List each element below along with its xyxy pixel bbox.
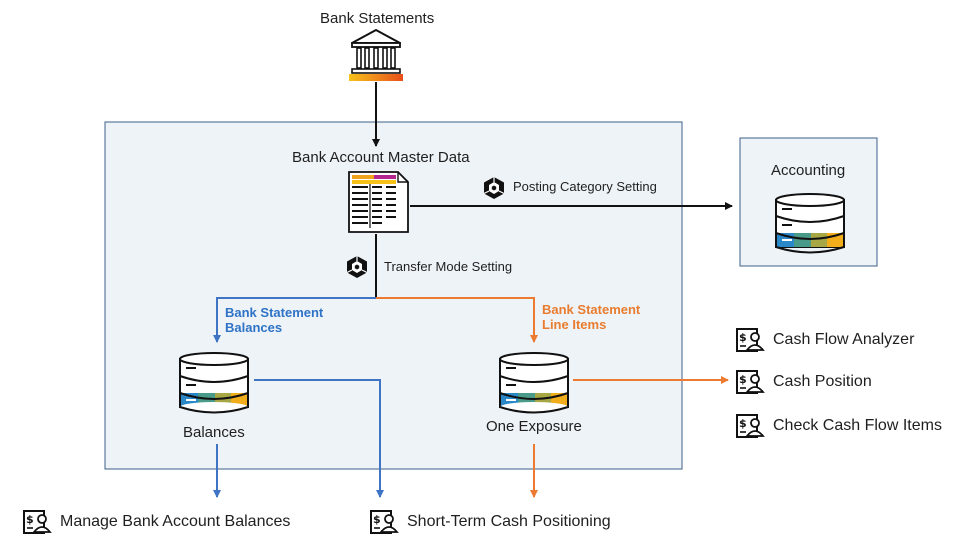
svg-text:$: $	[26, 513, 34, 526]
flow-balances-to-short-term	[254, 379, 384, 498]
cash-person-icon: $	[736, 414, 765, 438]
cash-person-icon: $	[736, 370, 765, 394]
database-one-exposure-icon	[499, 352, 569, 414]
svg-text:$: $	[739, 373, 747, 386]
accounting-label: Accounting	[771, 162, 846, 179]
app-label: Check Cash Flow Items	[773, 417, 942, 434]
app-label: Cash Flow Analyzer	[773, 331, 915, 348]
posting-category-label: Posting Category Setting	[513, 179, 657, 194]
bank-building-icon	[349, 29, 403, 81]
db-one-exposure-label: One Exposure	[486, 418, 582, 435]
cube-settings-icon	[483, 177, 505, 199]
branch-label-line: Bank Statement	[542, 302, 641, 317]
flow-orange-branch	[376, 297, 538, 343]
branch-label-line: Line Items	[542, 317, 607, 332]
cash-person-icon: $	[370, 510, 399, 534]
app-label: Cash Position	[773, 373, 872, 390]
flow-blue-branch	[213, 297, 376, 343]
document-table-icon	[348, 171, 409, 233]
transfer-mode-label: Transfer Mode Setting	[384, 259, 513, 274]
app-short-term-cash-positioning[interactable]: $ Short-Term Cash Positioning	[369, 509, 611, 535]
bank-statements-label: Bank Statements	[320, 10, 435, 27]
cash-person-icon: $	[23, 510, 52, 534]
branch-label-line: Bank Statement	[225, 305, 324, 320]
app-check-cash-flow-items[interactable]: $ Check Cash Flow Items	[735, 413, 942, 439]
db-balances-label: Balances	[183, 424, 245, 441]
branch-label-line: Balances	[225, 320, 283, 335]
app-manage-bank-account-balances[interactable]: $ Manage Bank Account Balances	[22, 509, 290, 535]
app-cash-flow-analyzer[interactable]: $ Cash Flow Analyzer	[735, 327, 914, 353]
database-accounting-icon	[775, 193, 845, 254]
svg-text:$: $	[739, 331, 747, 344]
app-label: Short-Term Cash Positioning	[407, 513, 611, 530]
svg-text:$: $	[373, 513, 381, 526]
cube-settings-icon	[346, 256, 368, 278]
master-data-label: Bank Account Master Data	[292, 149, 470, 166]
database-balances-icon	[179, 352, 249, 414]
cash-person-icon: $	[736, 328, 765, 352]
app-label: Manage Bank Account Balances	[60, 513, 291, 530]
app-cash-position[interactable]: $ Cash Position	[735, 369, 872, 395]
branch-label-balances: Bank Statement Balances	[225, 305, 323, 335]
svg-text:$: $	[739, 417, 747, 430]
branch-label-line-items: Bank Statement Line Items	[542, 302, 640, 332]
